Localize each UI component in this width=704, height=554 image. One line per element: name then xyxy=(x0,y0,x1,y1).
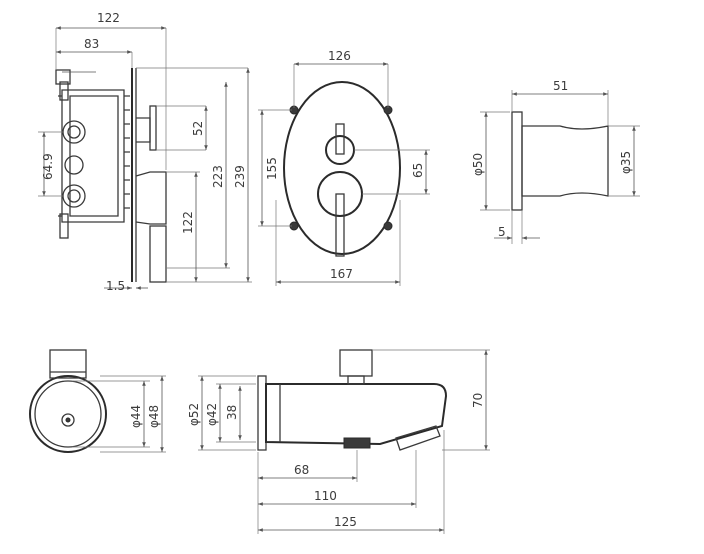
dim-side-122-vertical: 122 xyxy=(181,211,195,234)
round-end-view: φ44 φ48 xyxy=(29,349,166,453)
dim-front-126: 126 xyxy=(328,49,351,63)
dim-front-65: 65 xyxy=(411,163,425,178)
dim-side-223: 223 xyxy=(211,165,225,188)
dim-spout-70: 70 xyxy=(471,393,485,408)
dim-shower-phi-50: φ50 xyxy=(471,153,485,176)
diverter-knob-icon xyxy=(325,123,355,165)
dim-side-122: 122 xyxy=(97,11,120,25)
dim-round-phi-48: φ48 xyxy=(147,405,161,428)
spout-outlet-icon xyxy=(395,425,441,451)
mounting-bolt-icon xyxy=(383,221,393,231)
dim-side-239: 239 xyxy=(233,165,247,188)
screw-icon xyxy=(61,413,75,427)
dim-spout-125: 125 xyxy=(334,515,357,529)
spout-side-view: φ52 φ42 38 70 68 110 125 xyxy=(187,349,490,534)
side-view: 122 83 64.9 52 223 239 122 1.5 xyxy=(38,11,252,293)
dim-spout-phi-42: φ42 xyxy=(205,403,219,426)
dim-spout-68: 68 xyxy=(294,463,309,477)
dim-side-83: 83 xyxy=(84,37,99,51)
aerator-icon xyxy=(343,437,371,449)
middle-connector-icon xyxy=(64,155,84,175)
inlet-connector-icon xyxy=(62,120,86,144)
dim-shower-51: 51 xyxy=(553,79,568,93)
dim-front-155: 155 xyxy=(265,157,279,180)
mixer-lever-icon xyxy=(317,171,363,257)
dim-front-167: 167 xyxy=(330,267,353,281)
front-view: 126 155 65 167 xyxy=(258,49,430,286)
outlet-connector-icon xyxy=(62,184,86,208)
dim-spout-38: 38 xyxy=(225,405,239,420)
dim-spout-phi-52: φ52 xyxy=(187,403,201,426)
dim-side-52: 52 xyxy=(191,121,205,136)
dim-spout-110: 110 xyxy=(314,489,337,503)
dim-round-phi-44: φ44 xyxy=(129,405,143,428)
dim-side-64-9: 64.9 xyxy=(41,153,55,180)
dim-shower-phi-35: φ35 xyxy=(619,151,633,174)
dim-side-1-5: 1.5 xyxy=(106,279,125,293)
shower-holder-view: 51 φ50 φ35 5 xyxy=(471,79,640,244)
diverter-pull-icon xyxy=(339,349,373,385)
dim-shower-5: 5 xyxy=(498,225,506,239)
